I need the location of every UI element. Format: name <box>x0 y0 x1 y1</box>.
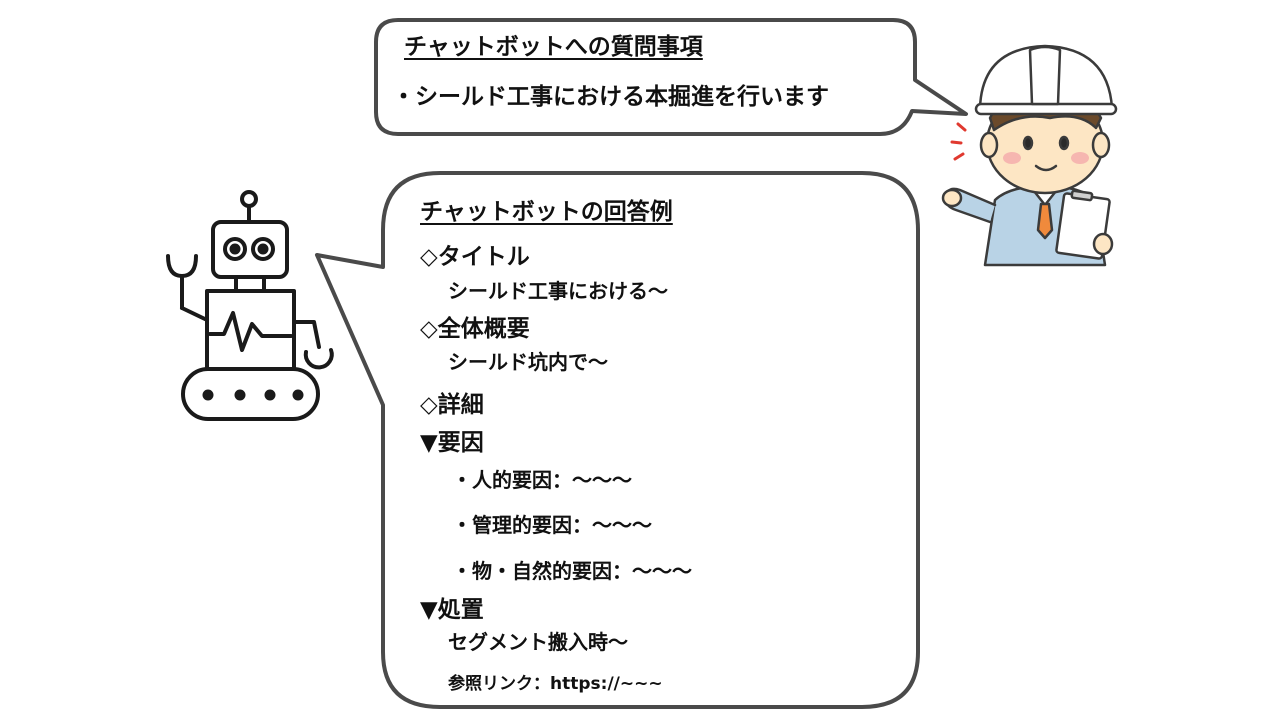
cause-item: ・物・自然的要因：〜〜〜 <box>452 559 692 583</box>
question-bubble <box>374 18 968 136</box>
answer-heading: チャットボットの回答例 <box>420 199 673 225</box>
title-value: シールド工事における〜 <box>448 279 668 303</box>
question-heading: チャットボットへの質問事項 <box>404 34 703 60</box>
robot-icon <box>166 190 334 421</box>
cause-item: ・管理的要因：〜〜〜 <box>452 513 652 537</box>
cause-label: ▼要因 <box>420 430 484 456</box>
overview-value: シールド坑内で〜 <box>448 350 608 374</box>
exclamation-marks <box>950 122 967 161</box>
reference-link[interactable]: 参照リンク：https://~~~ <box>448 674 663 694</box>
question-line: ・シールド工事における本掘進を行います <box>392 84 829 110</box>
cause-item: ・人的要因：〜〜〜 <box>452 468 632 492</box>
treatment-label: ▼処置 <box>420 597 484 623</box>
construction-worker-icon <box>941 44 1118 267</box>
overview-label: ◇全体概要 <box>420 316 530 342</box>
answer-bubble <box>315 171 920 709</box>
treatment-value: セグメント搬入時〜 <box>448 630 628 654</box>
title-label: ◇タイトル <box>420 244 530 270</box>
detail-label: ◇詳細 <box>420 392 484 418</box>
